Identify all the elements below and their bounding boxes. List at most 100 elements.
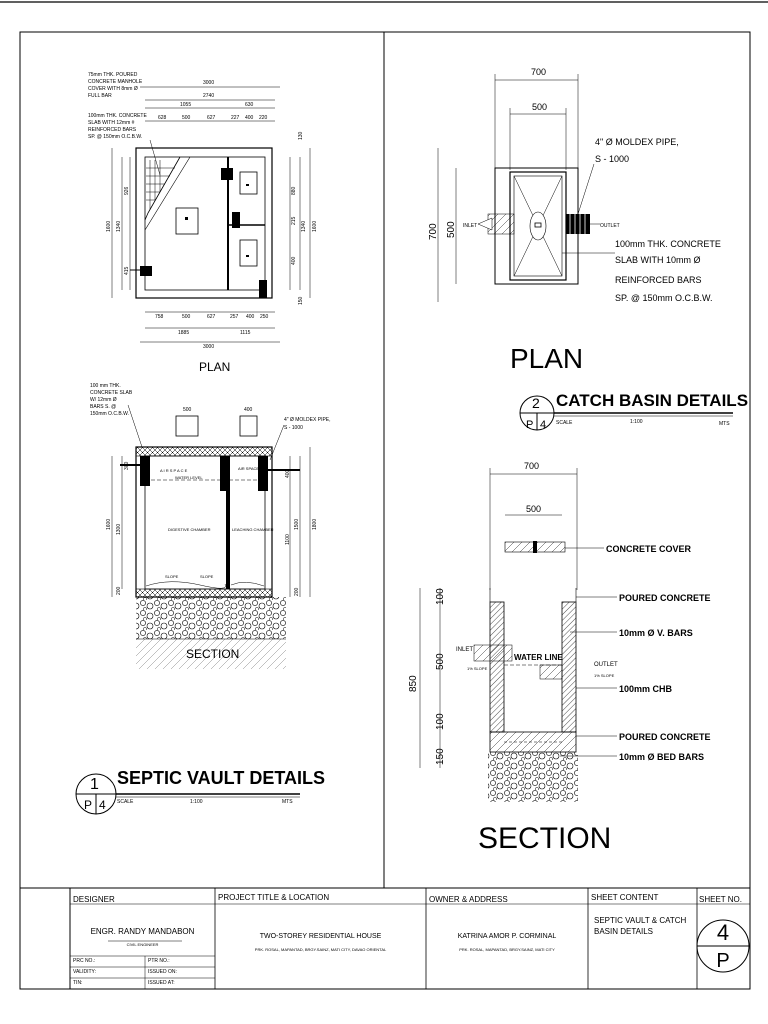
svg-text:1340: 1340	[301, 221, 307, 232]
svg-text:BARS S. @: BARS S. @	[90, 404, 116, 410]
svg-text:628: 628	[158, 115, 167, 121]
svg-text:S - 1000: S - 1000	[595, 154, 629, 164]
svg-text:MTS: MTS	[282, 799, 293, 805]
svg-text:4" Ø MOLDEX PIPE,: 4" Ø MOLDEX PIPE,	[595, 137, 679, 147]
svg-text:1340: 1340	[116, 221, 122, 232]
svg-text:1600: 1600	[312, 221, 318, 232]
svg-text:REINFORCED BARS: REINFORCED BARS	[615, 275, 702, 285]
issued-at-label: ISSUED AT:	[148, 980, 175, 986]
svg-text:100 mm THK.: 100 mm THK.	[90, 383, 121, 389]
owner-address: PRK. ROSAL, MAPANTAD, BRGY.SAINZ, MATI C…	[459, 947, 555, 952]
svg-text:215: 215	[291, 216, 297, 225]
svg-text:10mm Ø V. BARS: 10mm Ø V. BARS	[619, 628, 693, 638]
svg-text:257: 257	[230, 314, 239, 320]
svg-text:A I R S P A C E: A I R S P A C E	[160, 468, 188, 473]
svg-text:3000: 3000	[203, 344, 214, 350]
sheet-content-line1: SEPTIC VAULT & CATCH	[594, 916, 687, 925]
svg-text:WATER LINE: WATER LINE	[514, 653, 563, 662]
svg-text:400: 400	[246, 314, 255, 320]
svg-text:CATCH BASIN DETAILS: CATCH BASIN DETAILS	[556, 391, 748, 410]
svg-text:150: 150	[435, 748, 446, 765]
project-address: PRK. ROSAL, MAPANTAD, BRGY.SAINZ, MATI C…	[254, 947, 387, 952]
svg-text:P: P	[526, 419, 533, 431]
svg-text:CONCRETE COVER: CONCRETE COVER	[606, 544, 692, 554]
svg-text:250: 250	[260, 314, 269, 320]
svg-text:OUTLET: OUTLET	[600, 223, 620, 229]
svg-text:PLAN: PLAN	[199, 360, 230, 374]
septic-plan: 75mm THK. POURED CONCRETE MANHOLE COVER …	[88, 72, 318, 374]
svg-text:4: 4	[540, 419, 546, 431]
svg-text:POURED CONCRETE: POURED CONCRETE	[619, 593, 711, 603]
catch-title-tag: 2 P 4 CATCH BASIN DETAILS SCALE 1:100 MT…	[519, 391, 748, 431]
svg-text:COVER WITH 8mm Ø: COVER WITH 8mm Ø	[88, 86, 138, 92]
svg-text:CONCRETE MANHOLE: CONCRETE MANHOLE	[88, 79, 143, 85]
svg-text:1885: 1885	[178, 330, 189, 336]
svg-text:100: 100	[435, 713, 446, 730]
svg-text:CONCRETE SLAB: CONCRETE SLAB	[90, 390, 133, 396]
svg-text:POURED CONCRETE: POURED CONCRETE	[619, 732, 711, 742]
svg-text:500: 500	[446, 221, 457, 238]
svg-text:627: 627	[207, 115, 216, 121]
svg-text:500: 500	[182, 314, 191, 320]
project-header: PROJECT TITLE & LOCATION	[218, 893, 330, 902]
svg-text:500: 500	[532, 102, 547, 112]
validity-label: VALIDITY:	[73, 969, 96, 975]
sheet-letter: P	[716, 950, 730, 972]
catch-plan: 700 500 700 500 INLET OUTLET 4" Ø MOLDEX…	[428, 67, 721, 374]
svg-text:220: 220	[259, 115, 268, 121]
svg-text:758: 758	[155, 314, 164, 320]
svg-text:400: 400	[285, 469, 291, 478]
svg-text:1115: 1115	[240, 330, 251, 336]
svg-text:415: 415	[124, 266, 130, 275]
sheet-number: 4	[716, 920, 730, 945]
svg-text:500: 500	[183, 407, 192, 413]
svg-text:630: 630	[245, 102, 254, 108]
svg-text:400: 400	[245, 115, 254, 121]
svg-text:P: P	[84, 798, 92, 812]
svg-text:AIR SPACE: AIR SPACE	[238, 466, 259, 471]
svg-text:SLAB WITH 10mm Ø: SLAB WITH 10mm Ø	[615, 255, 701, 265]
svg-text:1800: 1800	[312, 519, 318, 530]
svg-text:75mm THK. POURED: 75mm THK. POURED	[88, 72, 138, 78]
designer-name: ENGR. RANDY MANDABON	[90, 927, 195, 936]
svg-text:FULL BAR: FULL BAR	[88, 93, 112, 99]
svg-text:3000: 3000	[203, 80, 214, 86]
svg-text:1% SLOPE: 1% SLOPE	[467, 666, 488, 671]
content-header: SHEET CONTENT	[591, 893, 659, 902]
svg-text:700: 700	[531, 67, 546, 77]
svg-text:INLET: INLET	[463, 223, 477, 229]
sheetno-header: SHEET NO.	[699, 895, 742, 904]
designer-header: DESIGNER	[73, 895, 115, 904]
sheet-border	[19, 31, 751, 990]
svg-text:SCALE: SCALE	[117, 799, 134, 805]
svg-text:SP. @ 150mm O.C.B.W.: SP. @ 150mm O.C.B.W.	[615, 293, 713, 303]
svg-text:SLOPE: SLOPE	[200, 574, 214, 579]
svg-text:1:100: 1:100	[630, 419, 643, 425]
sheet-content-line2: BASIN DETAILS	[594, 927, 653, 936]
tin-label: TIN:	[73, 980, 83, 986]
svg-text:1:100: 1:100	[190, 799, 203, 805]
svg-text:227: 227	[231, 115, 240, 121]
issued-on-label: ISSUED ON:	[148, 969, 177, 975]
svg-text:400: 400	[291, 256, 297, 265]
owner-header: OWNER & ADDRESS	[429, 895, 508, 904]
svg-text:LEACHING CHAMBER: LEACHING CHAMBER	[232, 527, 274, 532]
svg-text:1% SLOPE: 1% SLOPE	[594, 673, 615, 678]
svg-text:100mm THK. CONCRETE: 100mm THK. CONCRETE	[88, 113, 147, 119]
svg-text:200: 200	[116, 586, 122, 595]
svg-text:880: 880	[291, 186, 297, 195]
septic-section: 100 mm THK. CONCRETE SLAB W/ 12mm Ø BARS…	[90, 383, 331, 669]
svg-text:1300: 1300	[116, 524, 122, 535]
svg-text:SCALE: SCALE	[556, 420, 573, 426]
svg-text:4: 4	[99, 798, 106, 812]
svg-text:SLAB WITH 12mm #: SLAB WITH 12mm #	[88, 120, 135, 126]
svg-text:SP. @ 150mm O.C.B.W.: SP. @ 150mm O.C.B.W.	[88, 134, 142, 140]
svg-text:1600: 1600	[106, 221, 112, 232]
svg-text:500: 500	[435, 653, 446, 670]
owner-name: KATRINA AMOR P. CORMINAL	[457, 933, 557, 940]
svg-text:1100: 1100	[285, 534, 291, 545]
svg-text:100: 100	[435, 588, 446, 605]
svg-text:SECTION: SECTION	[478, 822, 611, 855]
svg-text:SECTION: SECTION	[186, 647, 239, 661]
